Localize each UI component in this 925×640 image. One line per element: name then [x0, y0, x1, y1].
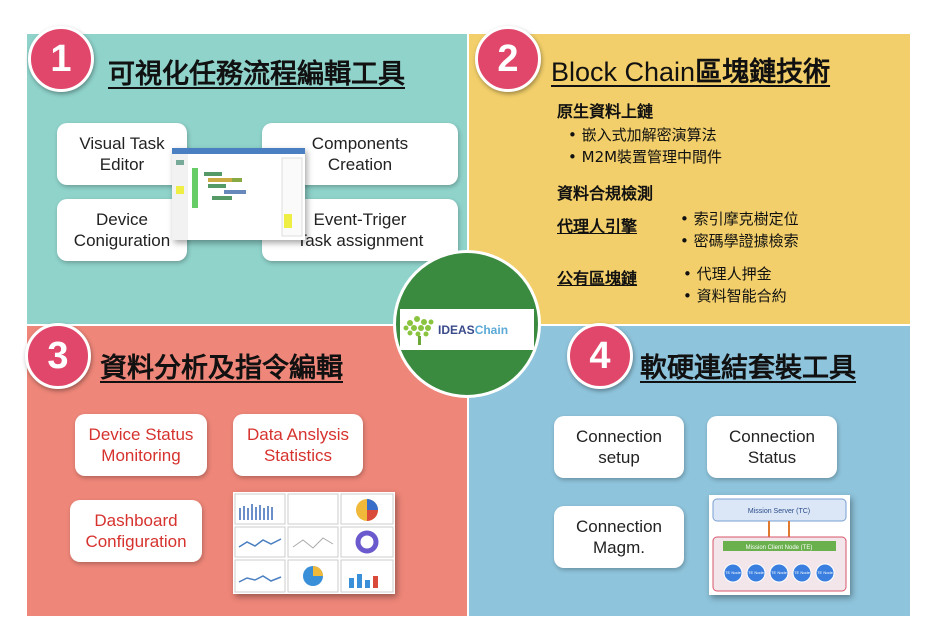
te-node-label: TE Node — [817, 570, 834, 575]
te-node-label: TE Node — [794, 570, 811, 575]
q2-title-en: Block Chain — [551, 57, 696, 87]
te-node — [792, 563, 812, 583]
badge-4: 4 — [567, 323, 633, 389]
agent-engine-item: 索引摩克樹定位 — [680, 208, 799, 230]
client-label: Mission Client Node (TE) — [746, 545, 813, 551]
card-connection-setup: Connection setup — [554, 416, 684, 478]
agent-engine-item: 密碼學證據檢索 — [680, 230, 799, 252]
card-device-configuration: Device Coniguration — [57, 199, 187, 261]
te-node-label: TE Node — [725, 570, 742, 575]
card-connection-management: Connection Magm. — [554, 506, 684, 568]
section-public-chain-list: 代理人押金 資料智能合約 — [683, 263, 787, 307]
q4-title: 軟硬連結套裝工具 — [640, 353, 856, 384]
task-editor-screenshot — [172, 148, 305, 240]
q2-title: Block Chain區塊鏈技術 — [551, 50, 830, 89]
te-node — [769, 563, 789, 583]
te-node — [815, 563, 835, 583]
card-visual-task-editor: Visual Task Editor — [57, 123, 187, 185]
card-data-analysis-statistics: Data Anslysis Statistics — [233, 414, 363, 476]
native-data-item: 嵌入式加解密演算法 — [568, 124, 722, 146]
section-compliance: 資料合規檢測 — [557, 184, 654, 203]
badge-1: 1 — [28, 26, 94, 92]
te-node-label: TE Node — [771, 570, 788, 575]
q2-title-zh: 區塊鏈技術 — [695, 57, 831, 88]
te-node — [723, 563, 743, 583]
section-agent-engine-list: 索引摩克樹定位 密碼學證據檢索 — [680, 208, 799, 252]
dashboard-screenshot — [233, 492, 395, 594]
te-node — [746, 563, 766, 583]
server-label: Mission Server (TC) — [748, 508, 810, 515]
section-agent-engine: 代理人引擎 — [557, 217, 638, 236]
card-connection-status: Connection Status — [707, 416, 837, 478]
card-device-status-monitoring: Device Status Monitoring — [75, 414, 207, 476]
public-chain-item: 資料智能合約 — [683, 285, 787, 307]
connection-diagram: Mission Server (TC) Mission Client Node … — [709, 495, 850, 595]
badge-2: 2 — [475, 26, 541, 92]
te-node-label: TE Node — [748, 570, 765, 575]
q3-title: 資料分析及指令編輯 — [100, 353, 343, 384]
native-data-item: M2M裝置管理中間件 — [568, 146, 722, 168]
section-public-chain: 公有區塊鏈 — [557, 269, 638, 288]
q1-title: 可視化任務流程編輯工具 — [108, 59, 405, 90]
section-native-data-list: 嵌入式加解密演算法 M2M裝置管理中間件 — [568, 124, 722, 168]
card-dashboard-configuration: Dashboard Configuration — [70, 500, 202, 562]
badge-3: 3 — [25, 323, 91, 389]
logo-text: IDEASChain — [438, 323, 508, 337]
section-native-data: 原生資料上鏈 — [557, 102, 654, 121]
ideaschain-logo: IDEASChain — [400, 309, 534, 350]
public-chain-item: 代理人押金 — [683, 263, 787, 285]
